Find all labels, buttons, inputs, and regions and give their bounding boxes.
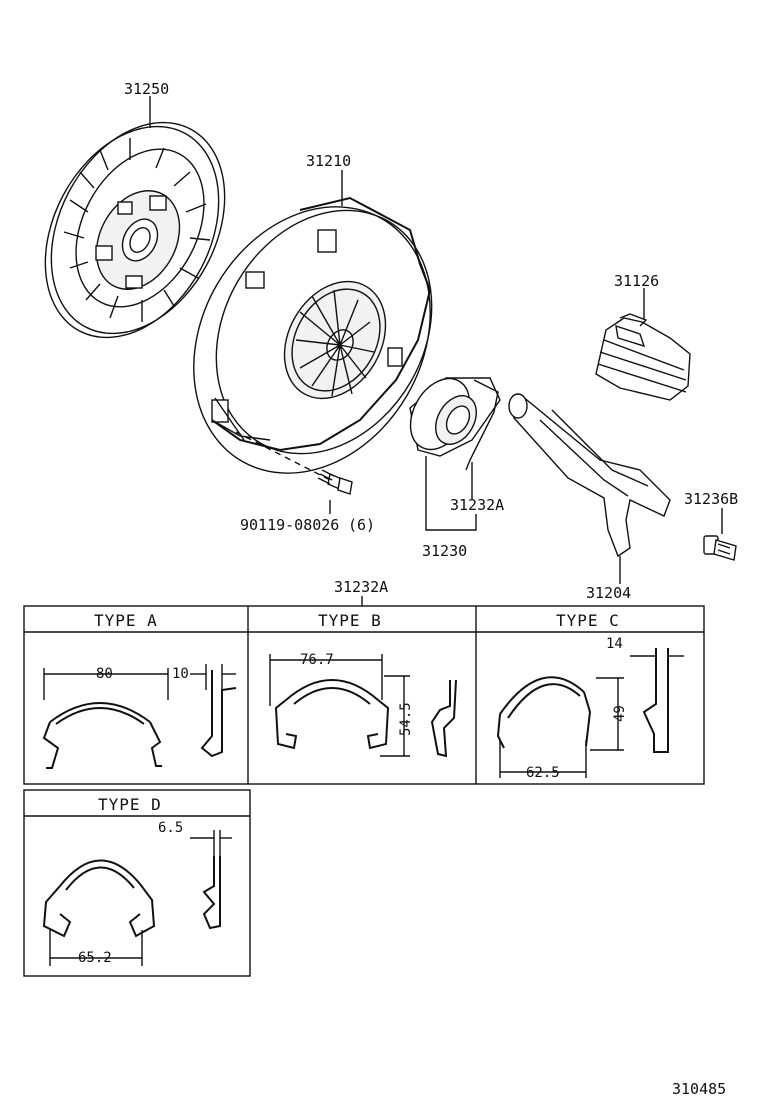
bolt-quantity: (6): [348, 516, 375, 534]
clip-types-part-number: 31232A: [334, 578, 388, 596]
release-fork-part-number: 31204: [586, 584, 631, 602]
type-c-height-dimension: 49: [612, 705, 628, 722]
fork-support-drawing: [703, 535, 737, 561]
type-d-title: TYPE D: [98, 795, 162, 814]
type-a-title: TYPE A: [94, 611, 158, 630]
release-bearing-drawing: [409, 377, 501, 471]
figure-number: 310485: [672, 1080, 726, 1098]
release-fork-drawing: [508, 393, 671, 558]
bearing-clip-part-number: 31232A: [450, 496, 504, 514]
clip-types-table: [23, 605, 705, 977]
type-b-width-dimension: 76.7: [300, 652, 334, 668]
type-c-thick-dimension: 14: [606, 636, 623, 652]
bolt-part-number: 90119-08026: [240, 516, 339, 534]
type-b-title: TYPE B: [318, 611, 382, 630]
release-bearing-leader: [425, 456, 477, 531]
boot-part-number: 31126: [614, 272, 659, 290]
type-b-clip-drawing: [274, 679, 457, 758]
clutch-cover-drawing: [193, 196, 433, 474]
type-a-thick-dimension: 10: [172, 666, 189, 682]
type-a-width-dimension: 80: [96, 666, 113, 682]
type-d-width-dimension: 65.2: [78, 950, 112, 966]
clutch-cover-part-number: 31210: [306, 152, 351, 170]
type-c-title: TYPE C: [556, 611, 620, 630]
type-d-clip-drawing: [42, 856, 221, 938]
boot-drawing: [595, 313, 691, 401]
clutch-disc-drawing: [44, 121, 226, 339]
type-a-clip-drawing: [42, 670, 237, 769]
release-bearing-part-number: 31230: [422, 542, 467, 560]
bolt-drawing: [317, 469, 353, 495]
clutch-disc-part-number: 31250: [124, 80, 169, 98]
type-c-width-dimension: 62.5: [526, 765, 560, 781]
fork-support-part-number: 31236B: [684, 490, 738, 508]
type-d-thick-dimension: 6.5: [158, 820, 183, 836]
type-b-height-dimension: 54.5: [398, 702, 414, 736]
type-c-clip-drawing: [496, 648, 669, 753]
